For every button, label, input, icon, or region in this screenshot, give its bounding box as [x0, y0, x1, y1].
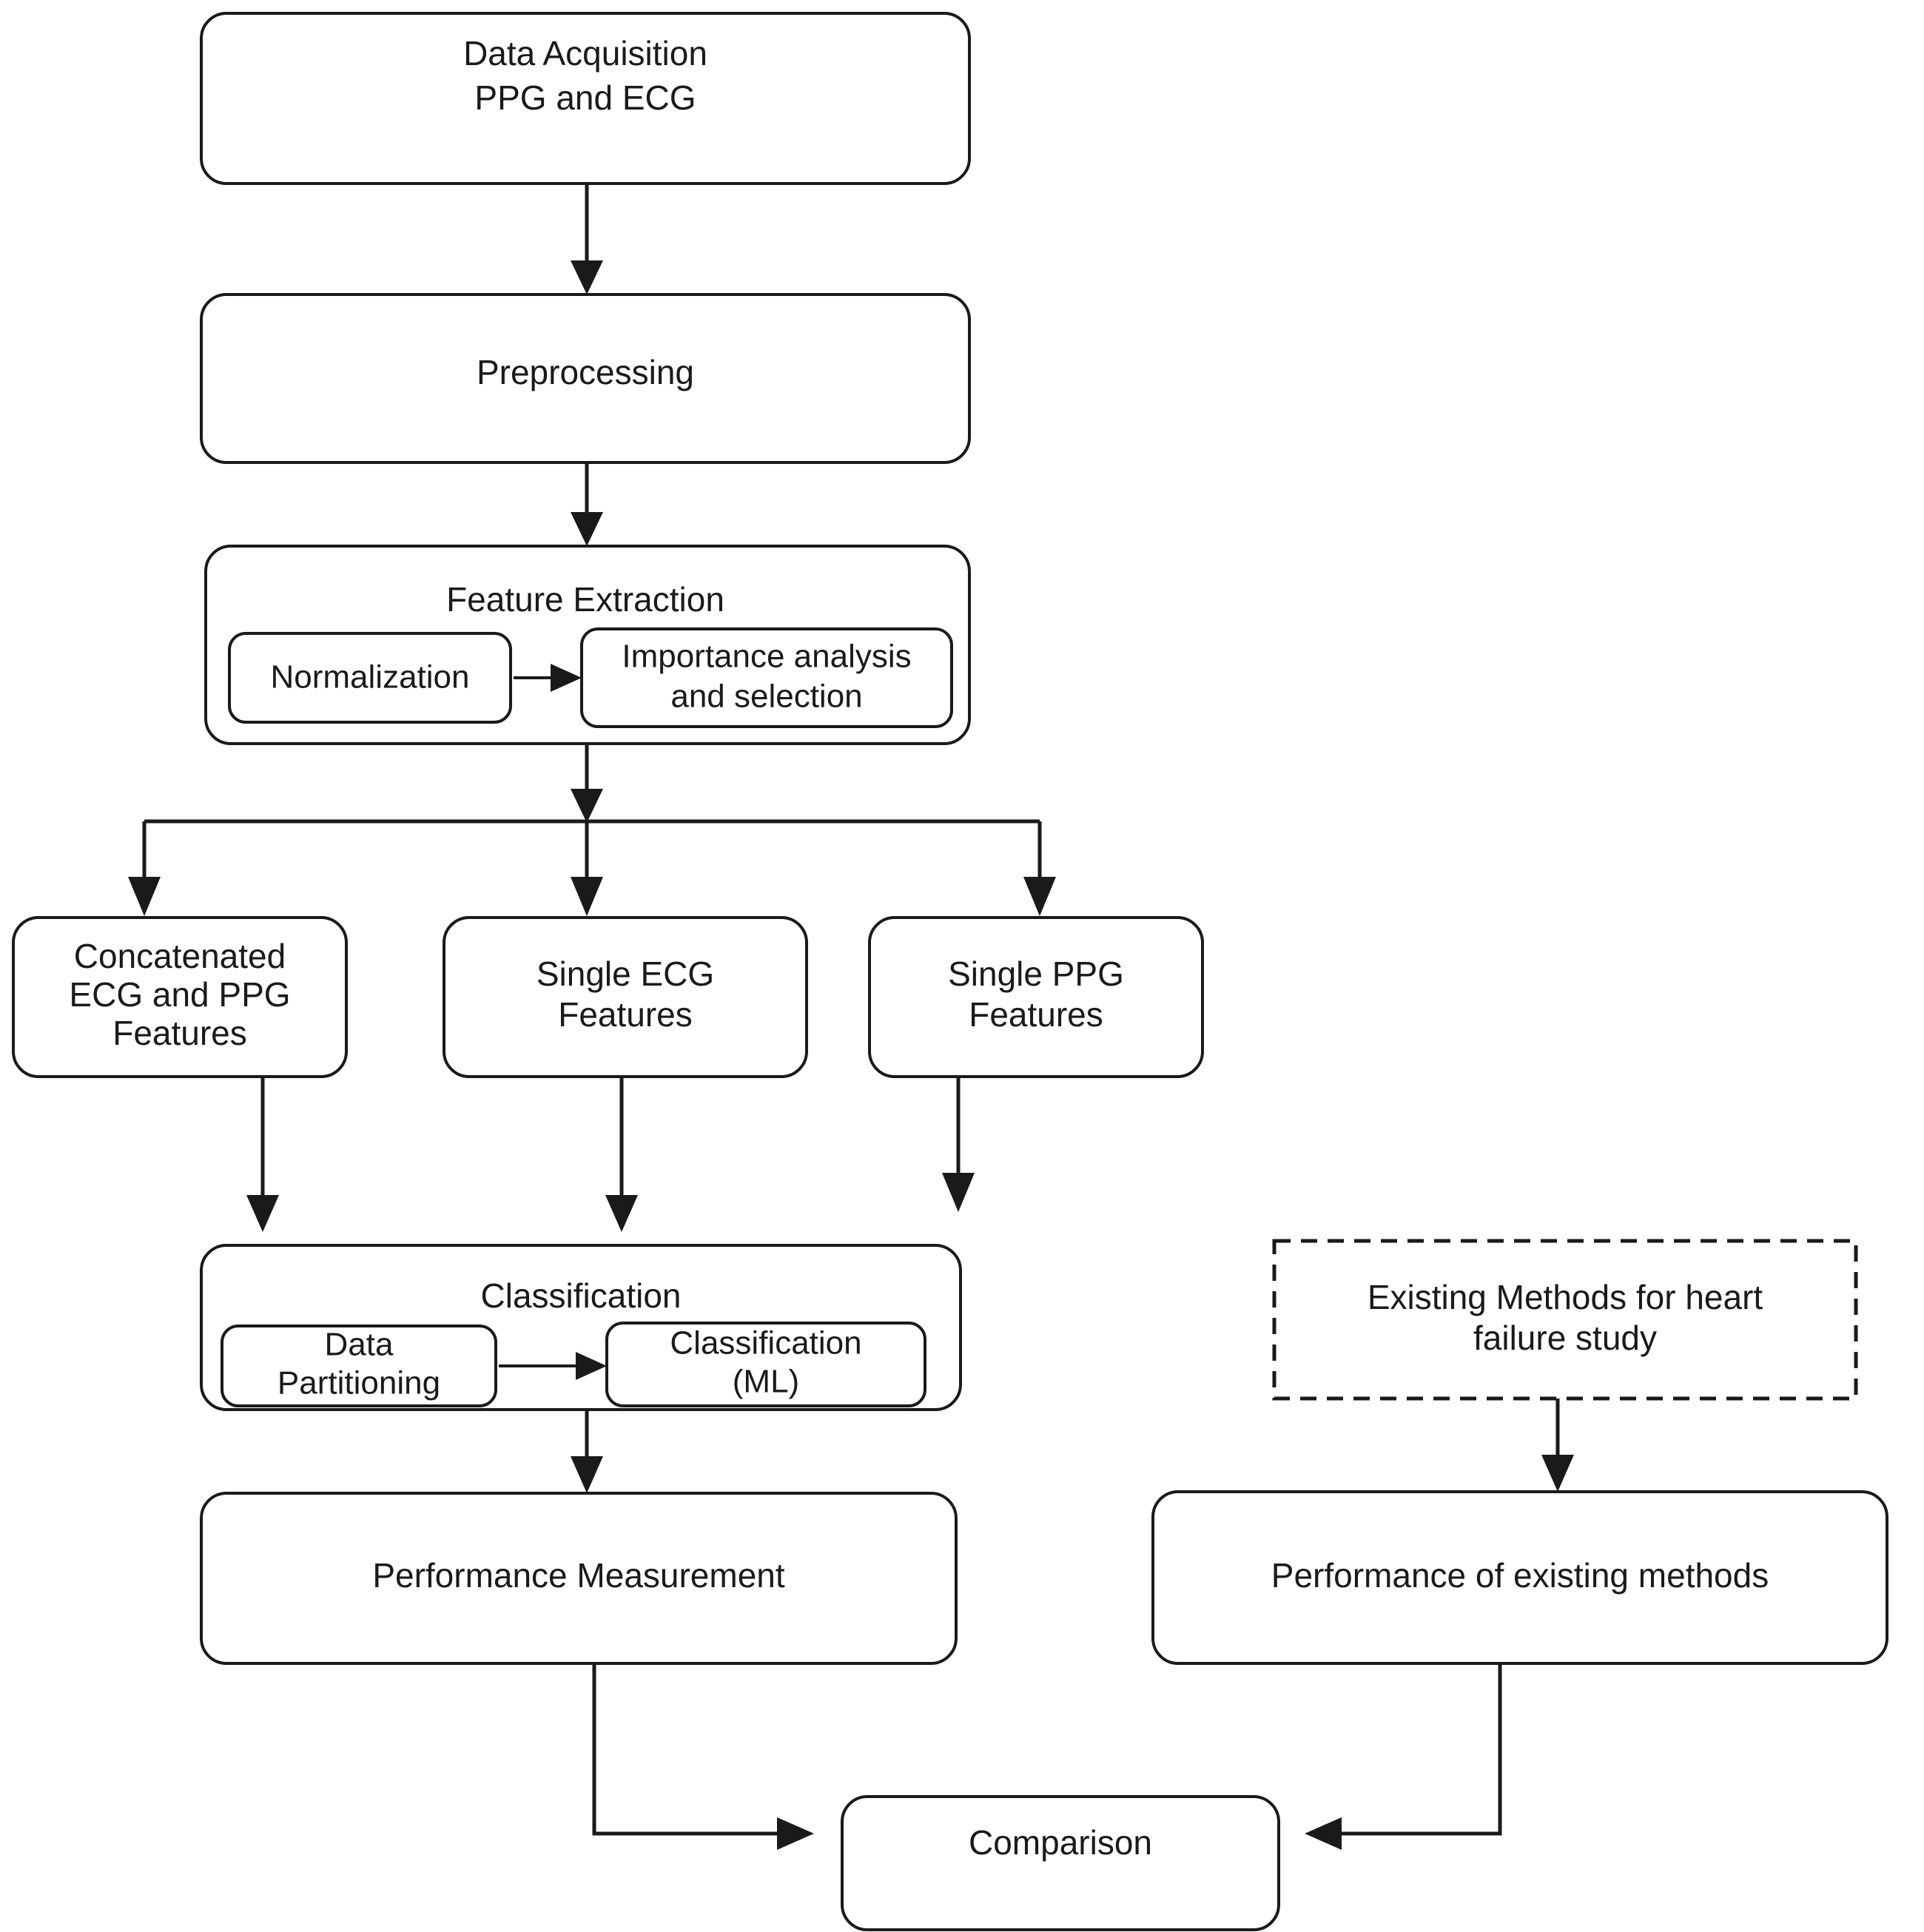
edge-single-ppg-to-classification: [942, 1077, 975, 1212]
importance-analysis-box[interactable]: [580, 627, 953, 728]
data-partitioning-box[interactable]: [221, 1325, 497, 1407]
node-classification[interactable]: Classification Data Partitioning Classif…: [200, 1244, 962, 1411]
comparison-label: Comparison: [969, 1823, 1152, 1862]
edge-single-ecg-to-classification: [605, 1077, 638, 1232]
normalization-box[interactable]: [228, 632, 512, 724]
single-ppg-features-label-line2: Features: [969, 995, 1103, 1034]
classification-ml-box[interactable]: [605, 1322, 926, 1407]
classification-ml-label-line2: (ML): [733, 1364, 799, 1400]
performance-existing-label: Performance of existing methods: [1271, 1556, 1769, 1595]
node-existing-methods[interactable]: Existing Methods for heart failure study: [1272, 1239, 1858, 1401]
node-single-ppg-features[interactable]: Single PPG Features: [868, 916, 1204, 1078]
classification-ml-label-line1: Classification: [670, 1325, 861, 1362]
comparison-box[interactable]: [841, 1795, 1280, 1931]
data-acquisition-box[interactable]: [200, 12, 971, 185]
node-performance-measurement[interactable]: Performance Measurement: [200, 1492, 958, 1665]
concatenated-features-label-line3: Features: [112, 1014, 247, 1052]
single-ecg-features-label-line2: Features: [558, 995, 693, 1034]
edge-classification-to-performance: [571, 1410, 603, 1493]
classification-title: Classification: [481, 1276, 682, 1315]
preprocessing-box[interactable]: [200, 293, 971, 464]
edge-existing-methods-to-performance: [1541, 1398, 1574, 1492]
node-single-ecg-features[interactable]: Single ECG Features: [443, 916, 808, 1078]
existing-methods-label-line1: Existing Methods for heart: [1368, 1278, 1763, 1316]
node-concatenated-features[interactable]: Concatenated ECG and PPG Features: [12, 916, 348, 1078]
data-partitioning-label-line1: Data: [325, 1327, 394, 1363]
node-data-acquisition[interactable]: Data Acquisition PPG and ECG: [200, 12, 971, 185]
single-ppg-features-label-line1: Single PPG: [948, 955, 1124, 993]
edge-acquisition-to-preprocessing: [571, 184, 603, 294]
edge-performance-to-comparison: [592, 1663, 814, 1850]
existing-methods-box[interactable]: [1272, 1239, 1858, 1401]
single-ecg-features-box[interactable]: [443, 916, 808, 1078]
data-acquisition-label-line1: Data Acquisition: [463, 34, 707, 73]
performance-measurement-label: Performance Measurement: [372, 1556, 785, 1595]
edge-normalization-to-importance: [514, 664, 582, 692]
concatenated-features-label-line1: Concatenated: [74, 937, 286, 975]
existing-methods-label-line2: failure study: [1473, 1319, 1657, 1357]
concatenated-features-box[interactable]: [12, 916, 348, 1078]
performance-existing-box[interactable]: [1151, 1490, 1888, 1665]
edge-performance-existing-to-comparison: [1305, 1663, 1502, 1850]
data-partitioning-label-line2: Partitioning: [278, 1365, 440, 1401]
importance-analysis-label-line1: Importance analysis: [622, 639, 911, 675]
edge-concatenated-to-classification: [246, 1077, 279, 1232]
edge-partitioning-to-ml: [499, 1352, 607, 1380]
concatenated-features-label-line2: ECG and PPG: [69, 975, 290, 1014]
edge-feature-extraction-to-split: [128, 744, 1056, 916]
node-feature-extraction[interactable]: Feature Extraction Normalization Importa…: [204, 545, 971, 745]
node-comparison[interactable]: Comparison: [841, 1795, 1280, 1931]
node-preprocessing[interactable]: Preprocessing: [200, 293, 971, 464]
single-ppg-features-box[interactable]: [868, 916, 1204, 1078]
node-performance-existing[interactable]: Performance of existing methods: [1151, 1490, 1888, 1665]
normalization-label: Normalization: [271, 659, 470, 696]
preprocessing-label: Preprocessing: [477, 353, 694, 391]
importance-analysis-label-line2: and selection: [670, 679, 862, 715]
data-acquisition-label-line2: PPG and ECG: [474, 78, 696, 117]
performance-measurement-box[interactable]: [200, 1492, 958, 1665]
single-ecg-features-label-line1: Single ECG: [536, 955, 714, 993]
edge-preprocessing-to-feature-extraction: [571, 462, 603, 546]
feature-extraction-title: Feature Extraction: [446, 580, 724, 619]
